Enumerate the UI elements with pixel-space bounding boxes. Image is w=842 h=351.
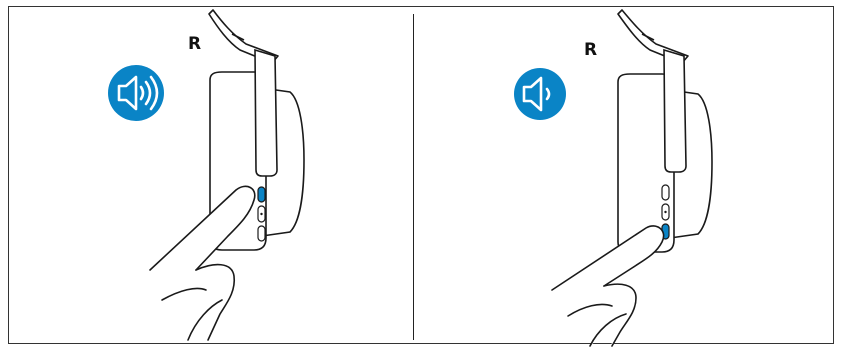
- panel-divider: [413, 14, 414, 340]
- panel-volume-down: R: [400, 0, 813, 351]
- slider-arm: [663, 48, 687, 173]
- control-buttons: [257, 186, 266, 242]
- speaker-loud-icon: [108, 65, 164, 121]
- volume-up-button[interactable]: [661, 184, 670, 201]
- slider-arm: [254, 48, 278, 177]
- headphone-illustration: [108, 9, 305, 341]
- side-label-right: R: [188, 34, 202, 54]
- control-buttons: [661, 184, 670, 240]
- headphone-illustration: [514, 9, 713, 347]
- pressing-finger: [551, 225, 665, 347]
- volume-down-button[interactable]: [257, 225, 266, 242]
- pressing-finger: [149, 185, 256, 341]
- panel-volume-up: R: [0, 0, 413, 351]
- volume-up-button[interactable]: [257, 186, 266, 203]
- side-label-right: R: [584, 40, 598, 60]
- speaker-quiet-icon: [514, 68, 566, 120]
